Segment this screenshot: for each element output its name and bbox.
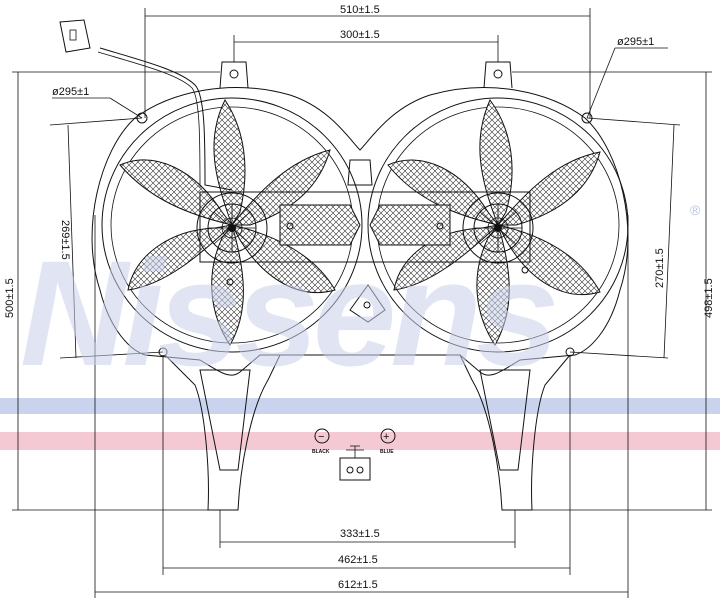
- left-foot-inner: [199, 369, 251, 471]
- electrical-connector-diagram: − + BLACK BLUE: [312, 428, 396, 481]
- shroud-outline: [91, 87, 629, 376]
- crossbar-web-left: [279, 204, 361, 246]
- plug-pin: [69, 29, 77, 41]
- pin-right-icon: [356, 466, 364, 474]
- watermark-registered: ®: [690, 202, 701, 218]
- dim-510: 510±1.5: [144, 4, 591, 118]
- plus-symbol: +: [383, 431, 389, 443]
- dim-462-label: 462±1.5: [338, 554, 378, 566]
- dim-269: 269±1.5: [49, 117, 164, 359]
- dim-510-label: 510±1.5: [340, 4, 380, 16]
- dim-333-label: 333±1.5: [340, 528, 380, 540]
- dim-612-label: 612±1.5: [338, 579, 378, 591]
- dia-left-label: ø295±1: [52, 86, 89, 98]
- dia-leader-right: ø295±1: [586, 36, 668, 119]
- dim-333: 333±1.5: [219, 510, 516, 548]
- blue-wire-label: BLUE: [380, 449, 394, 455]
- dim-500: 500±1.5: [4, 71, 220, 511]
- bottom-center-tab: [349, 284, 386, 323]
- mount-hole-left: [229, 69, 239, 79]
- right-foot: [459, 354, 571, 511]
- plus-terminal-icon: [380, 428, 396, 444]
- watermark-text: Nissens: [20, 229, 555, 397]
- motor-crossbar: [199, 191, 531, 263]
- mount-tab-left: [219, 61, 249, 89]
- dim-500-label: 500±1.5: [4, 278, 16, 318]
- dim-498-label: 498±1.5: [703, 278, 715, 318]
- right-foot-inner: [479, 369, 531, 471]
- left-foot: [164, 354, 281, 511]
- crossbar-hole-left: [286, 222, 294, 230]
- dia-right-label: ø295±1: [617, 36, 654, 48]
- plug-connector: [59, 19, 91, 53]
- top-center-tab: [347, 159, 373, 186]
- dim-269-label: 269±1.5: [59, 220, 71, 260]
- dim-498: 498±1.5: [512, 71, 715, 511]
- mount-hole-right: [493, 69, 503, 79]
- dim-612: 612±1.5: [94, 215, 629, 598]
- watermark-stripe-blue: [0, 398, 720, 414]
- dim-270: 270±1.5: [569, 117, 681, 359]
- left-motor: [196, 192, 268, 264]
- wiring-harness-2: [97, 51, 201, 189]
- dia-leader-left: ø295±1: [52, 86, 143, 119]
- right-motor: [462, 192, 534, 264]
- pin-left-icon: [346, 466, 354, 474]
- hub-hole-left: [226, 278, 234, 286]
- ground-icon: [346, 445, 364, 458]
- wiring-harness: [99, 47, 233, 191]
- dim-300: 300±1.5: [233, 29, 499, 62]
- dim-300-label: 300±1.5: [340, 29, 380, 41]
- connector-body: [339, 457, 371, 481]
- dim-462: 462±1.5: [162, 355, 571, 575]
- center-hole: [363, 301, 371, 309]
- minus-symbol: −: [318, 431, 324, 443]
- left-fan-ring: [101, 97, 363, 353]
- dim-270-label: 270±1.5: [654, 248, 666, 288]
- left-fan-blades: [119, 99, 336, 346]
- hub-hole-right: [521, 266, 529, 274]
- watermark-stripe-pink: [0, 432, 720, 450]
- crossbar-web-right: [369, 204, 451, 246]
- crossbar-hole-right: [436, 222, 444, 230]
- black-wire-label: BLACK: [312, 449, 330, 455]
- mount-tab-right: [483, 61, 513, 89]
- minus-terminal-icon: [314, 428, 330, 444]
